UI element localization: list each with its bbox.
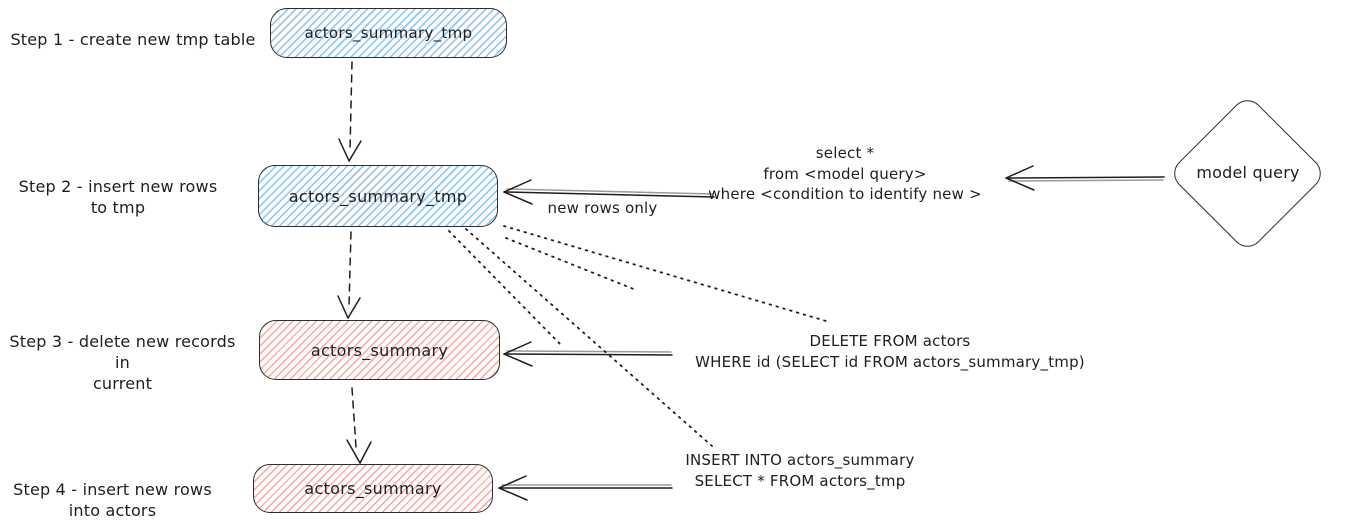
step4-label: Step 4 - insert new rows into actors — [13, 480, 212, 520]
step2-label: Step 2 - insert new rows to tmp — [18, 177, 218, 217]
dashed-arrow-step2-to-step3 — [337, 231, 361, 319]
step4-node-label: actors_summary — [304, 479, 442, 498]
arrow-model-query-to-select-query — [1005, 165, 1165, 191]
arrow-delete-query-to-step3 — [503, 341, 673, 367]
arrow-insert-query-to-step4 — [498, 475, 673, 501]
new-rows-only-label: new rows only — [547, 199, 658, 217]
dotted-arrow-step2-to-delete-query — [503, 225, 827, 322]
dashed-arrow-step3-to-step4 — [346, 387, 372, 464]
step4-node: actors_summary — [253, 464, 493, 513]
step3-label: Step 3 - delete new records in current — [9, 332, 236, 393]
insert-query-annotation: INSERT INTO actors_summary SELECT * FROM… — [685, 451, 915, 490]
select-query-annotation: select * from <model query> where <condi… — [708, 144, 982, 203]
step2-node: actors_summary_tmp — [258, 165, 498, 227]
step3-node-label: actors_summary — [310, 340, 449, 360]
delete-query-annotation: DELETE FROM actors WHERE id (SELECT id F… — [695, 332, 1085, 371]
step3-node: actors_summary — [259, 320, 500, 380]
step1-node-label: actors_summary_tmp — [304, 24, 473, 42]
model-query-label: model query — [1196, 163, 1300, 182]
step1-label: Step 1 - create new tmp table — [10, 30, 256, 49]
step1-node: actors_summary_tmp — [270, 8, 507, 58]
dashed-arrow-step1-to-step2 — [338, 61, 362, 162]
step2-node-label: actors_summary_tmp — [288, 186, 468, 206]
